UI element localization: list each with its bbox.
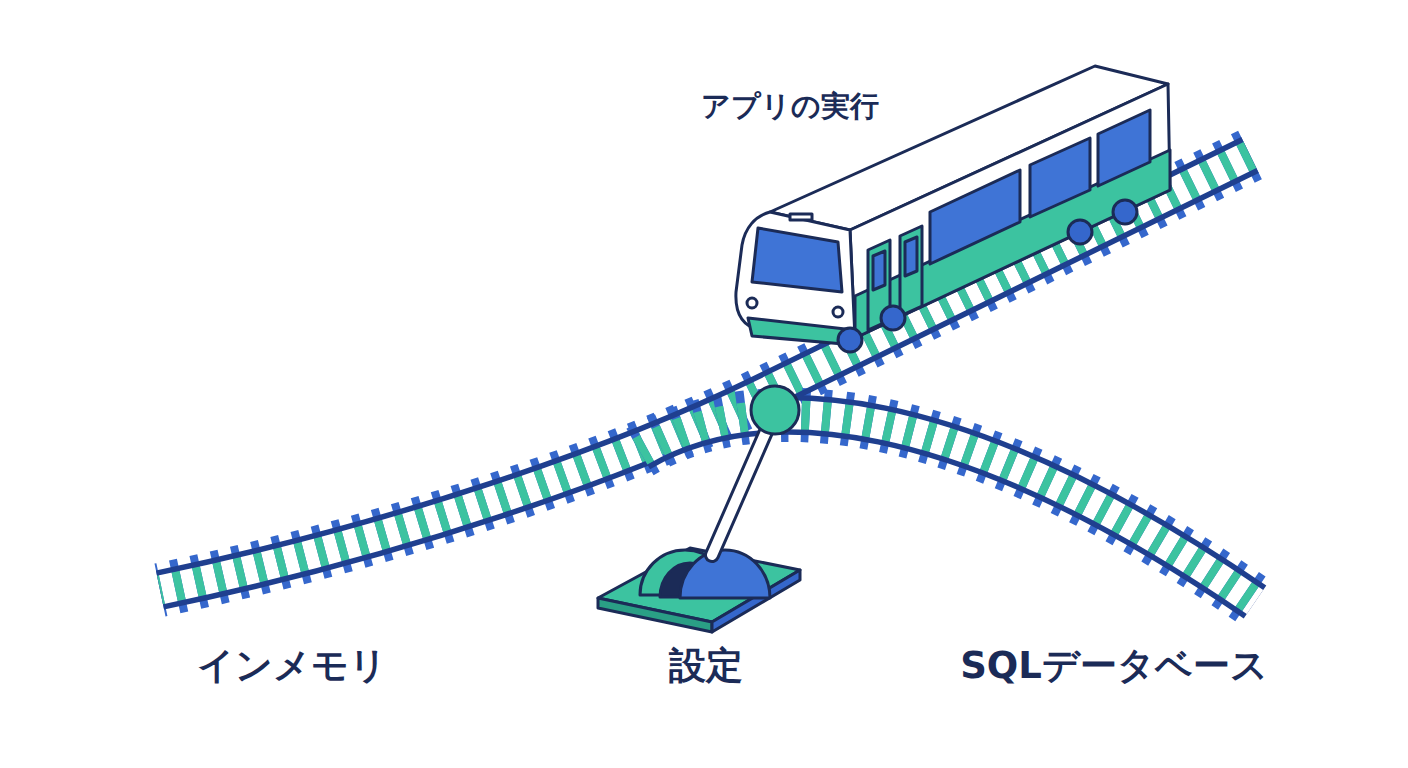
label-text: アプリの実行 — [701, 89, 879, 124]
train-part — [930, 170, 1020, 264]
label-text: SQLデータベース — [960, 644, 1268, 688]
switch-lever-part — [712, 418, 772, 555]
switch-lever — [598, 386, 800, 632]
train-part — [873, 251, 885, 290]
train-part — [790, 214, 812, 220]
train-part — [1030, 138, 1090, 217]
train-part — [855, 150, 1170, 338]
train-part — [838, 328, 862, 352]
switch-lever-part — [712, 418, 772, 555]
train-part — [900, 226, 922, 316]
train-part — [881, 306, 905, 330]
train-part — [747, 298, 757, 308]
train-part — [833, 307, 843, 317]
train-part — [1068, 220, 1092, 244]
switch-lever-part — [751, 386, 799, 434]
train-part — [1113, 200, 1137, 224]
train-part — [905, 237, 917, 276]
train-part — [850, 84, 1170, 338]
switch-lever-part — [598, 598, 712, 632]
train-part — [1098, 110, 1150, 186]
label-text: インメモリ — [197, 644, 387, 688]
train-part — [752, 228, 842, 292]
label-text: 設定 — [669, 644, 743, 688]
switch-lever-part — [680, 550, 770, 598]
